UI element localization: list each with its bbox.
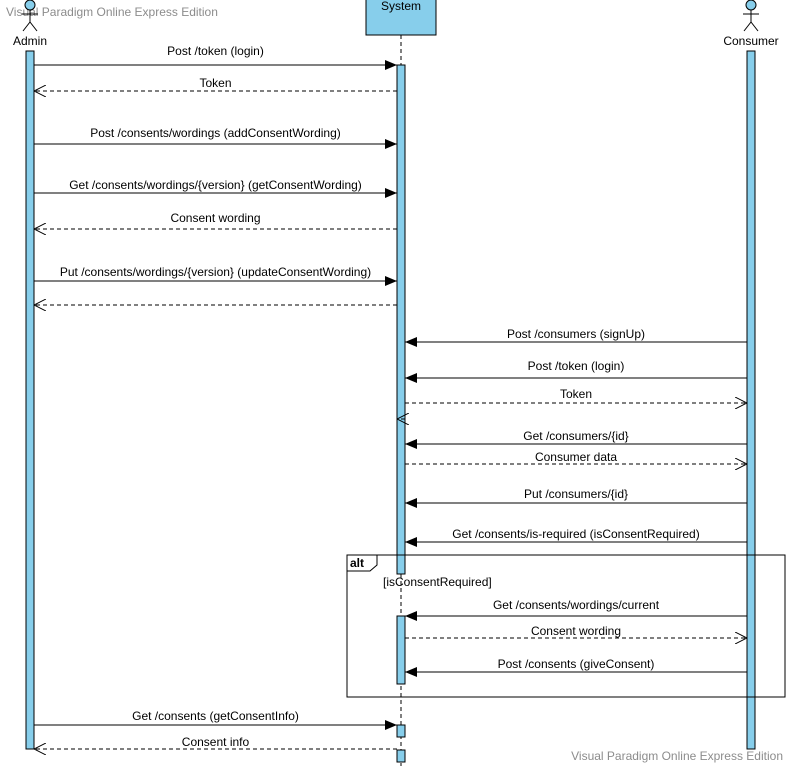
consumer-label: Consumer <box>723 34 778 48</box>
consumer-actor <box>743 0 759 32</box>
message-label-15: Get /consents/is-required (isConsentRequ… <box>452 527 699 541</box>
message-label-1: Post /token (login) <box>167 44 264 58</box>
message-label-16: Get /consents/wordings/current <box>493 598 660 612</box>
system-label: System <box>381 0 421 13</box>
alt-fragment <box>346 554 786 698</box>
message-label-19: Get /consents (getConsentInfo) <box>132 709 299 723</box>
message-label-9: Post /token (login) <box>528 359 625 373</box>
consumer-activation <box>746 50 756 750</box>
system-box <box>365 0 437 36</box>
alt-operator-label: alt <box>350 556 364 570</box>
message-label-3: Post /consents/wordings (addConsentWordi… <box>90 126 341 140</box>
system-activation-alt <box>396 615 406 685</box>
message-label-12: Get /consumers/{id} <box>523 429 628 443</box>
message-label-20: Consent info <box>182 735 250 749</box>
message-label-18: Post /consents (giveConsent) <box>498 657 655 671</box>
watermark-bottom: Visual Paradigm Online Express Edition <box>571 749 783 763</box>
message-label-6: Put /consents/wordings/{version} (update… <box>60 265 371 279</box>
message-label-13: Consumer data <box>535 450 617 464</box>
message-label-10: Token <box>560 387 592 401</box>
watermark-top: Visual Paradigm Online Express Edition <box>6 5 218 19</box>
message-label-2: Token <box>199 76 231 90</box>
system-activation-final-1 <box>396 724 406 738</box>
message-label-14: Put /consumers/{id} <box>524 487 628 501</box>
message-label-5: Consent wording <box>170 211 260 225</box>
admin-label: Admin <box>13 34 47 48</box>
admin-activation <box>25 50 35 750</box>
message-label-17: Consent wording <box>531 624 621 638</box>
admin-actor <box>22 0 38 32</box>
message-label-4: Get /consents/wordings/{version} (getCon… <box>69 178 362 192</box>
system-activation-final-2 <box>396 749 406 763</box>
message-label-8: Post /consumers (signUp) <box>507 327 645 341</box>
system-activation-main <box>396 64 406 575</box>
alt-operator-tab <box>346 554 378 572</box>
alt-guard: [isConsentRequired] <box>383 575 492 589</box>
